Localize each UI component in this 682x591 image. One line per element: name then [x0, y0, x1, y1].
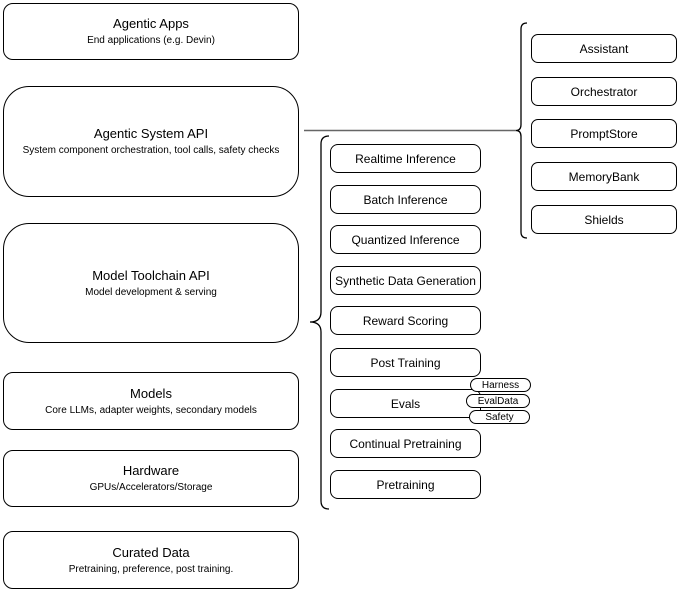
- node-title: Model Toolchain API: [92, 267, 210, 283]
- node-promptstore: PromptStore: [531, 119, 677, 148]
- node-subtitle: Pretraining, preference, post training.: [68, 563, 234, 575]
- node-agentic-system-api: Agentic System API System component orch…: [3, 86, 299, 197]
- node-agentic-apps: Agentic Apps End applications (e.g. Devi…: [3, 3, 299, 60]
- node-orchestrator: Orchestrator: [531, 77, 677, 106]
- node-synthetic-data-generation: Synthetic Data Generation: [330, 266, 481, 295]
- pill-harness: Harness: [470, 378, 531, 392]
- node-subtitle: System component orchestration, tool cal…: [22, 145, 280, 156]
- middle-curly-brace: [309, 135, 330, 510]
- node-subtitle: GPUs/Accelerators/Storage: [89, 482, 213, 493]
- node-memorybank: MemoryBank: [531, 162, 677, 191]
- node-post-training: Post Training: [330, 348, 481, 377]
- node-model-toolchain-api: Model Toolchain API Model development & …: [3, 223, 299, 343]
- pill-safety: Safety: [469, 410, 530, 424]
- node-shields: Shields: [531, 205, 677, 234]
- node-quantized-inference: Quantized Inference: [330, 225, 481, 254]
- node-reward-scoring: Reward Scoring: [330, 306, 481, 335]
- node-subtitle: Core LLMs, adapter weights, secondary mo…: [45, 404, 257, 416]
- node-pretraining: Pretraining: [330, 470, 481, 499]
- node-evals: Evals: [330, 389, 481, 418]
- node-subtitle: Model development & serving: [85, 286, 217, 298]
- pill-evaldata: EvalData: [466, 394, 530, 408]
- node-assistant: Assistant: [531, 34, 677, 63]
- node-models: Models Core LLMs, adapter weights, secon…: [3, 372, 299, 430]
- node-hardware: Hardware GPUs/Accelerators/Storage: [3, 450, 299, 507]
- node-continual-pretraining: Continual Pretraining: [330, 429, 481, 458]
- node-curated-data: Curated Data Pretraining, preference, po…: [3, 531, 299, 589]
- right-curly-brace: [515, 22, 528, 239]
- node-realtime-inference: Realtime Inference: [330, 144, 481, 173]
- node-batch-inference: Batch Inference: [330, 185, 481, 214]
- node-title: Curated Data: [112, 544, 190, 560]
- node-title: Agentic System API: [93, 126, 209, 141]
- node-subtitle: End applications (e.g. Devin): [87, 35, 215, 46]
- node-title: Hardware: [122, 463, 180, 478]
- node-title: Agentic Apps: [113, 16, 189, 31]
- node-title: Models: [130, 385, 172, 401]
